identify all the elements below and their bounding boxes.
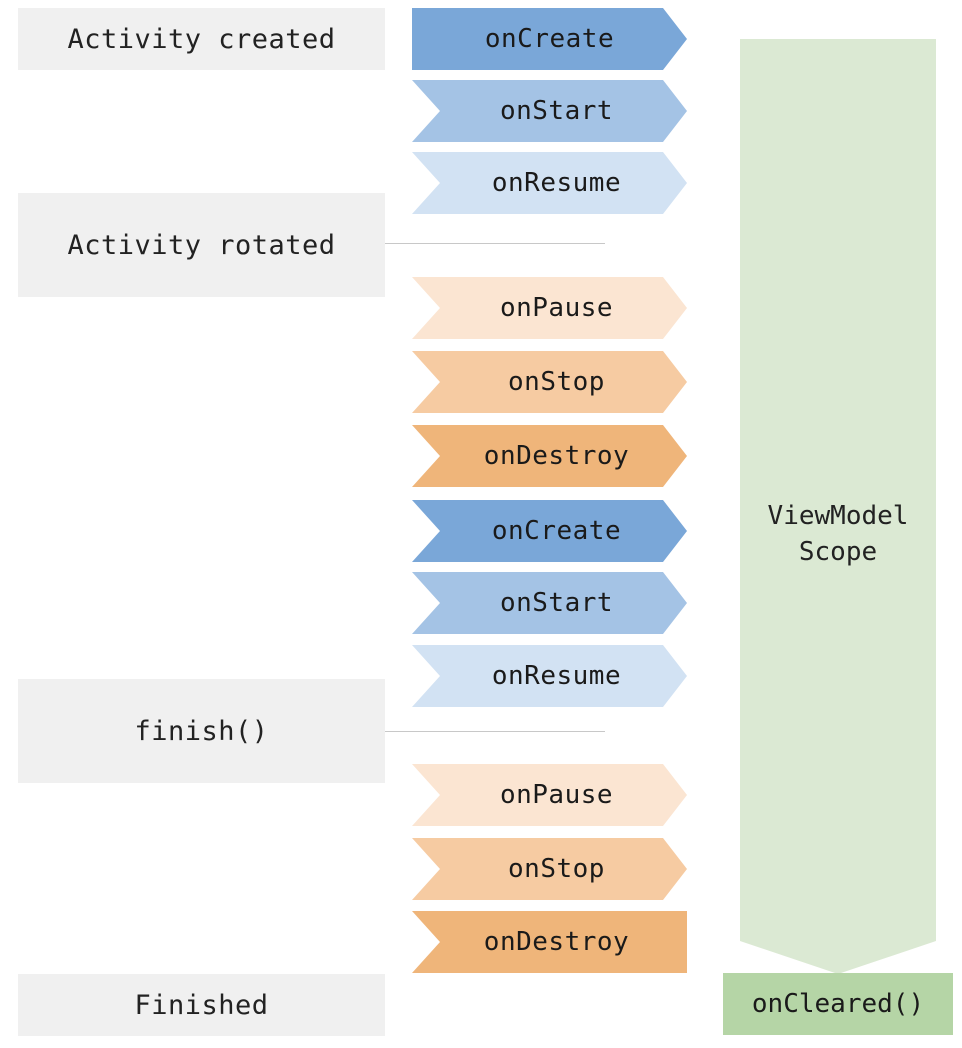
chevron-shape: [412, 572, 687, 634]
chevron-shape: [412, 911, 687, 973]
chevron-shape: [412, 152, 687, 214]
scope-label-line2: Scope: [798, 537, 878, 567]
scope-label-line1: ViewModel: [767, 501, 909, 531]
lifecycle-step-label: onStop: [508, 367, 605, 397]
event-label: Finished: [134, 989, 269, 1021]
lifecycle-step-label: onStart: [499, 588, 614, 618]
chevron-shape: [412, 500, 687, 562]
lifecycle-step-onstop: onStop: [412, 351, 687, 413]
lifecycle-step-onstart: onStart: [412, 80, 687, 142]
lifecycle-step-oncreate: onCreate: [412, 500, 687, 562]
lifecycle-step-label: onResume: [491, 661, 622, 691]
event-activity-created: Activity created: [18, 8, 385, 70]
lifecycle-step-label: onPause: [499, 780, 614, 810]
lifecycle-step-label: onStop: [508, 854, 605, 884]
event-label: Activity created: [67, 23, 336, 55]
lifecycle-step-label: onDestroy: [483, 441, 630, 471]
lifecycle-step-ondestroy: onDestroy: [412, 425, 687, 487]
lifecycle-step-onpause: onPause: [412, 764, 687, 826]
lifecycle-step-label: onPause: [499, 293, 614, 323]
lifecycle-step-label: onDestroy: [483, 927, 630, 957]
chevron-shape: [412, 645, 687, 707]
event-label: finish(): [134, 715, 269, 747]
event-label: Activity rotated: [67, 229, 336, 261]
event-finish: finish(): [18, 679, 385, 783]
lifecycle-step-label: onCreate: [491, 516, 622, 546]
lifecycle-step-onpause: onPause: [412, 277, 687, 339]
lifecycle-step-ondestroy: onDestroy: [412, 911, 687, 973]
chevron-shape: [412, 838, 687, 900]
chevron-shape: [412, 277, 687, 339]
lifecycle-step-onstop: onStop: [412, 838, 687, 900]
finish-connector-line: [385, 731, 605, 732]
on-cleared-label: onCleared(): [751, 989, 925, 1019]
chevron-shape: [412, 764, 687, 826]
lifecycle-step-onresume: onResume: [412, 152, 687, 214]
rotated-connector-line: [385, 243, 605, 244]
lifecycle-step-label: onStart: [499, 96, 614, 126]
lifecycle-step-oncreate: onCreate: [412, 8, 687, 70]
chevron-shape: [412, 8, 687, 70]
lifecycle-step-label: onCreate: [484, 24, 615, 54]
viewmodel-scope-arrow: [740, 39, 936, 974]
chevron-shape: [412, 80, 687, 142]
lifecycle-step-onresume: onResume: [412, 645, 687, 707]
viewmodel-scope-label: ViewModel Scope: [740, 498, 936, 570]
chevron-shape: [412, 425, 687, 487]
event-finished: Finished: [18, 974, 385, 1036]
lifecycle-step-label: onResume: [491, 168, 622, 198]
chevron-shape: [412, 351, 687, 413]
event-activity-rotated: Activity rotated: [18, 193, 385, 297]
on-cleared-box: onCleared(): [723, 973, 953, 1035]
lifecycle-step-onstart: onStart: [412, 572, 687, 634]
